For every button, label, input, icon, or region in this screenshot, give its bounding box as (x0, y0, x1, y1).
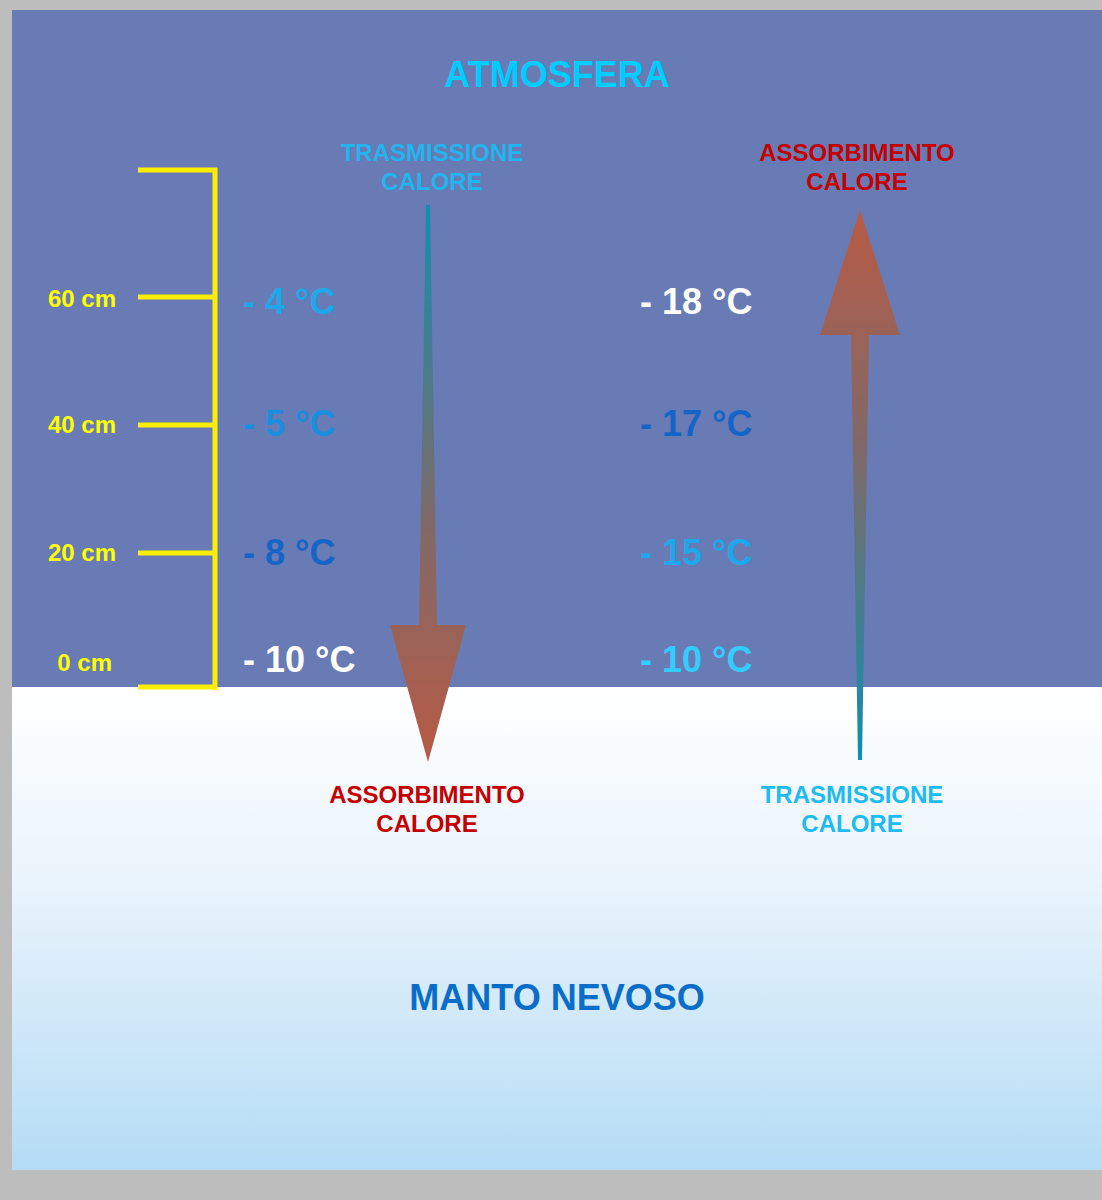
temperature: - 15 °C (640, 531, 752, 574)
temperature: - 18 °C (640, 280, 752, 323)
atmosphere-band: ATMOSFERA (12, 10, 1102, 687)
arrow-label: ASSORBIMENTO CALORE (737, 139, 977, 197)
arrow-label: ASSORBIMENTO CALORE (307, 781, 547, 839)
temperature: - 4 °C (243, 280, 335, 323)
scale-label: 40 cm (48, 411, 116, 440)
temperature: - 17 °C (640, 402, 752, 445)
snowpack-band: MANTO NEVOSO (12, 687, 1102, 1170)
band-title: MANTO NEVOSO (12, 977, 1102, 1019)
temperature: - 10 °C (243, 638, 355, 681)
arrow-label: TRASMISSIONE CALORE (732, 781, 972, 839)
heat-arrow-down (390, 205, 466, 762)
band-title: ATMOSFERA (12, 54, 1102, 96)
scale-label: 60 cm (48, 285, 116, 314)
scale-label: 20 cm (48, 539, 116, 568)
heat-arrow-up (820, 210, 900, 760)
temperature: - 5 °C (243, 402, 335, 445)
temperature: - 8 °C (243, 531, 335, 574)
temperature: - 10 °C (640, 638, 752, 681)
scale-bracket (138, 168, 217, 690)
scale-label: 0 cm (57, 649, 112, 678)
arrow-label: TRASMISSIONE CALORE (312, 139, 552, 197)
